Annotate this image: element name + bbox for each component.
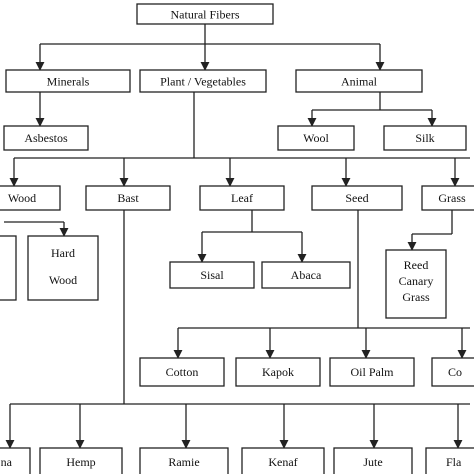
node-coir-partial-label: Co: [448, 365, 462, 379]
node-reed-line3: Grass: [402, 290, 430, 304]
node-plant-vegetables: Plant / Vegetables: [139, 69, 267, 93]
node-jute: Jute: [333, 447, 413, 474]
node-hemp: Hemp: [39, 447, 123, 474]
node-seed-label: Seed: [345, 191, 368, 205]
node-grass-label: Grass: [438, 191, 466, 205]
node-sisal-label: Sisal: [200, 268, 224, 282]
node-animal-label: Animal: [341, 75, 378, 89]
node-abaca: Abaca: [261, 261, 351, 289]
node-wood: Wood: [0, 185, 61, 211]
node-ramie: Ramie: [139, 447, 229, 474]
node-flax-partial-right: Fla: [425, 447, 474, 474]
edges: [4, 24, 470, 449]
node-kapok-label: Kapok: [262, 365, 294, 379]
node-coir-partial: Co: [431, 357, 474, 387]
node-grass: Grass: [421, 185, 474, 211]
node-minerals: Minerals: [5, 69, 131, 93]
node-seed: Seed: [311, 185, 403, 211]
node-minerals-label: Minerals: [47, 75, 90, 89]
node-reed-line1: Reed: [404, 258, 429, 272]
node-jute-label: Jute: [363, 455, 382, 469]
node-plant-vegetables-label: Plant / Vegetables: [160, 75, 246, 89]
node-oil-palm-label: Oil Palm: [350, 365, 394, 379]
node-oil-palm: Oil Palm: [329, 357, 415, 387]
node-ramie-label: Ramie: [168, 455, 199, 469]
node-natural-fibers-label: Natural Fibers: [171, 8, 240, 22]
node-animal: Animal: [295, 69, 423, 93]
node-kapok: Kapok: [235, 357, 321, 387]
node-hard-wood-line2: Wood: [49, 273, 77, 287]
node-kenaf: Kenaf: [241, 447, 325, 474]
node-hemp-label: Hemp: [66, 455, 95, 469]
node-abaca-label: Abaca: [291, 268, 322, 282]
node-wool-label: Wool: [303, 131, 329, 145]
node-leaf-label: Leaf: [231, 191, 253, 205]
node-asbestos: Asbestos: [3, 125, 89, 151]
node-reed-canary-grass: Reed Canary Grass: [385, 249, 447, 319]
node-flax-partial-left-label: na: [1, 455, 13, 469]
node-flax-partial-left: na: [0, 447, 31, 474]
node-bast-label: Bast: [117, 191, 139, 205]
node-sisal: Sisal: [169, 261, 255, 289]
node-soft-wood-partial: [0, 235, 17, 301]
node-hard-wood-line1: Hard: [51, 246, 75, 260]
node-reed-line2: Canary: [399, 274, 434, 288]
node-bast: Bast: [85, 185, 171, 211]
node-kenaf-label: Kenaf: [268, 455, 297, 469]
node-hard-wood: Hard Wood: [27, 235, 99, 301]
node-silk: Silk: [383, 125, 467, 151]
node-wood-label: Wood: [8, 191, 36, 205]
node-leaf: Leaf: [199, 185, 285, 211]
node-flax-partial-right-label: Fla: [446, 455, 462, 469]
node-silk-label: Silk: [415, 131, 434, 145]
node-cotton-label: Cotton: [166, 365, 199, 379]
node-wool: Wool: [277, 125, 355, 151]
node-asbestos-label: Asbestos: [24, 131, 68, 145]
node-natural-fibers: Natural Fibers: [136, 3, 274, 25]
node-cotton: Cotton: [139, 357, 225, 387]
